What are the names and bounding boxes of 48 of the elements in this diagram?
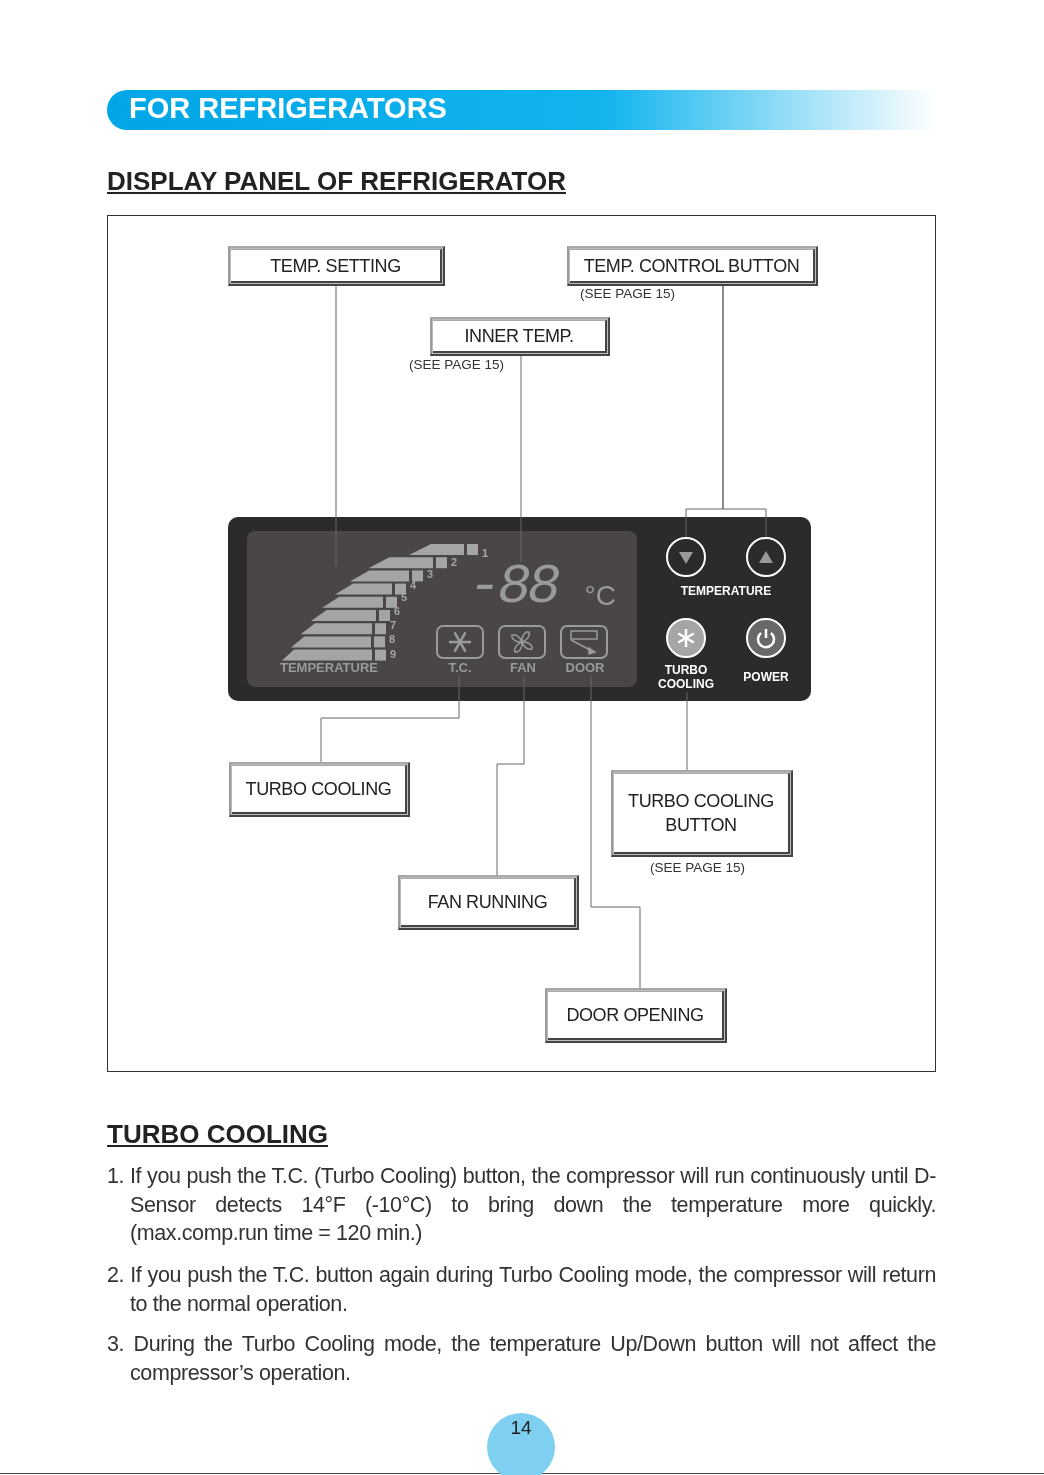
button-label: TURBO COOLING [657,663,715,691]
section-heading: TURBO COOLING [107,1119,328,1150]
button-label: POWER [742,670,790,684]
indicator-label: DOOR [564,660,606,675]
instruction-text: 1. If you push the T.C. (Turbo Cooling) button, the compressor will run continuously until D-Sensor detects 14°F (-10°C) to bring down the temperature more quickly. (max.comp.run time = 120 min.) [107,1163,936,1247]
leader-line [686,691,688,771]
page-reference: (SEE PAGE 15) [580,286,676,301]
scale-number: 9 [390,648,397,660]
page-title: FOR REFRIGERATORS [129,92,447,125]
leader-line [590,675,641,989]
gauge-label: TEMPERATURE [280,660,378,675]
leader-line [335,285,337,568]
indicator-label: T.C. [447,660,473,675]
callout-text: TURBO COOLING [245,778,392,801]
callout-text: TEMP. CONTROL BUTTON [583,254,800,278]
scale-number: 6 [394,605,401,617]
leader-line [520,355,522,563]
callout-box [430,317,610,356]
scale-number: 8 [389,633,396,645]
leader-line [320,675,460,763]
scale-number: 3 [427,568,434,580]
callout-box [611,770,793,857]
instruction-text: 2. If you push the T.C. button again during Turbo Cooling mode, the compressor will return to the normal operation. [107,1262,936,1318]
page-reference: (SEE PAGE 15) [409,357,505,372]
section-heading: DISPLAY PANEL OF REFRIGERATOR [107,166,566,197]
scale-number: 7 [390,619,397,631]
temperature-readout: -88 [468,562,557,612]
indicator-label: FAN [509,660,537,675]
callout-box [228,246,445,286]
callout-text: FAN RUNNING [427,891,548,914]
instruction-text: 3. During the Turbo Cooling mode, the temperature Up/Down button will not affect the compressor’s operation. [107,1331,936,1387]
unit-label: °C [584,580,616,612]
callout-box [545,988,727,1043]
page-reference: (SEE PAGE 15) [650,860,746,875]
callout-box [398,875,579,930]
callout-box [567,246,818,286]
callout-text: TURBO COOLING BUTTON [627,790,775,837]
callout-box [229,762,410,817]
scale-number: 4 [410,579,417,591]
page-number: 14 [509,1417,533,1439]
callout-text: TEMP. SETTING [270,254,401,278]
scale-number: 2 [451,556,458,568]
button-group-label: TEMPERATURE [679,584,773,598]
callout-text: DOOR OPENING [566,1004,704,1027]
callout-text: INNER TEMP. [464,325,574,348]
scale-number: 1 [482,547,489,559]
leader-line [496,675,525,876]
leader-line [722,285,767,538]
